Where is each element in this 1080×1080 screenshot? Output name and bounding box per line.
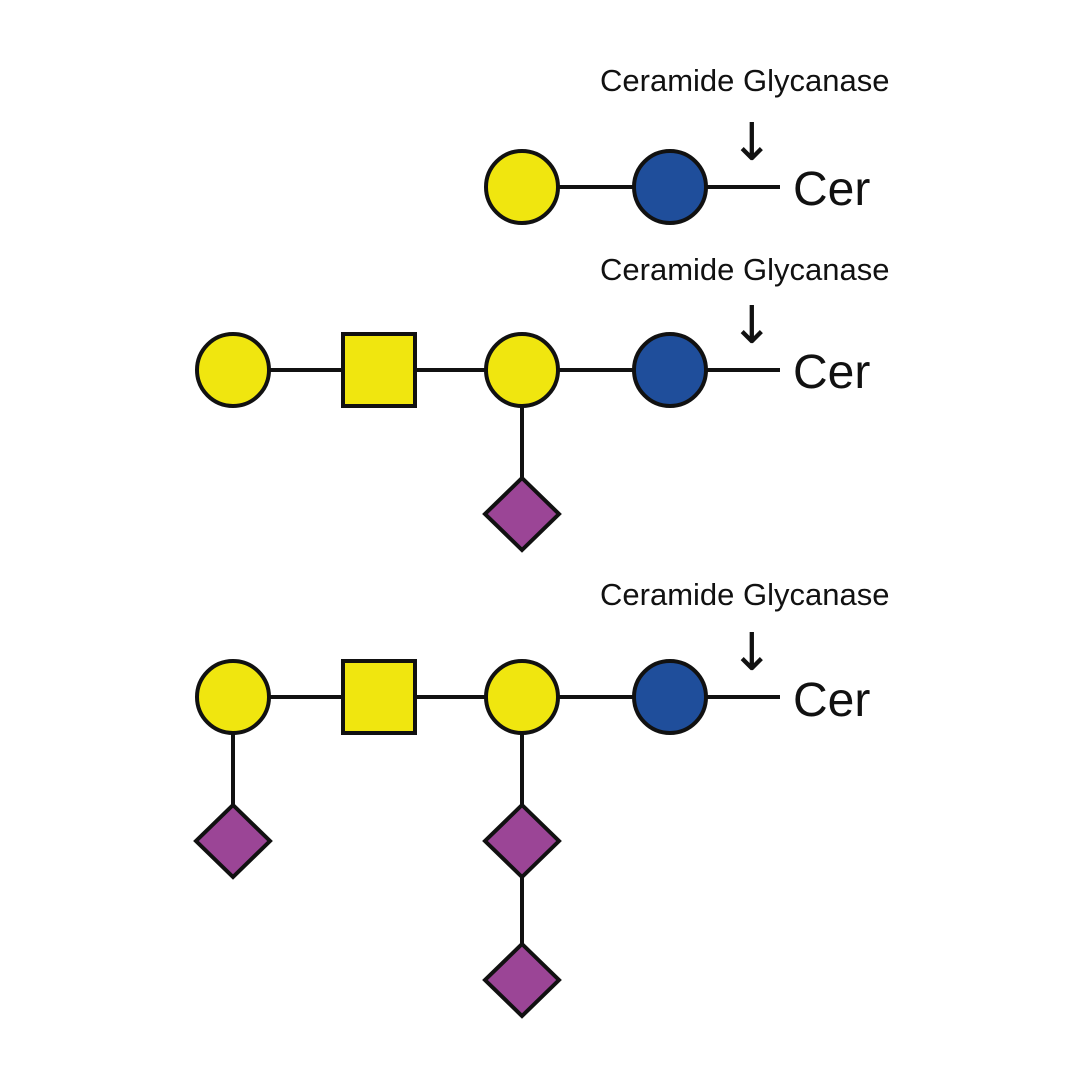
galactose-circle-icon: [484, 332, 560, 408]
galactose-circle-icon: [484, 659, 560, 735]
galnac-square-icon: [341, 332, 417, 408]
ceramide-label: Cer: [793, 346, 870, 399]
enzyme-label: Ceramide Glycanase: [600, 252, 889, 287]
ceramide-label: Cer: [793, 674, 870, 727]
sialic-acid-diamond-icon: [482, 475, 562, 553]
glucose-circle-icon: [632, 659, 708, 735]
galactose-circle-icon: [195, 659, 271, 735]
galactose-circle-icon: [484, 149, 560, 225]
glycan-structure-2: Ceramide Glycanase ↓ Cer: [195, 252, 889, 553]
sialic-acid-diamond-icon: [482, 802, 562, 880]
down-arrow-icon: ↓: [730, 623, 774, 683]
down-arrow-icon: ↓: [730, 113, 774, 173]
galactose-circle-icon: [195, 332, 271, 408]
glucose-circle-icon: [632, 149, 708, 225]
ceramide-label: Cer: [793, 163, 870, 216]
glycan-structure-3: Ceramide Glycanase ↓ Cer: [193, 577, 889, 1019]
glucose-circle-icon: [632, 332, 708, 408]
sialic-acid-diamond-icon: [482, 941, 562, 1019]
glycan-structure-1: Ceramide Glycanase ↓ Cer: [484, 63, 889, 225]
galnac-square-icon: [341, 659, 417, 735]
down-arrow-icon: ↓: [730, 296, 774, 356]
enzyme-label: Ceramide Glycanase: [600, 63, 889, 98]
enzyme-label: Ceramide Glycanase: [600, 577, 889, 612]
sialic-acid-diamond-icon: [193, 802, 273, 880]
